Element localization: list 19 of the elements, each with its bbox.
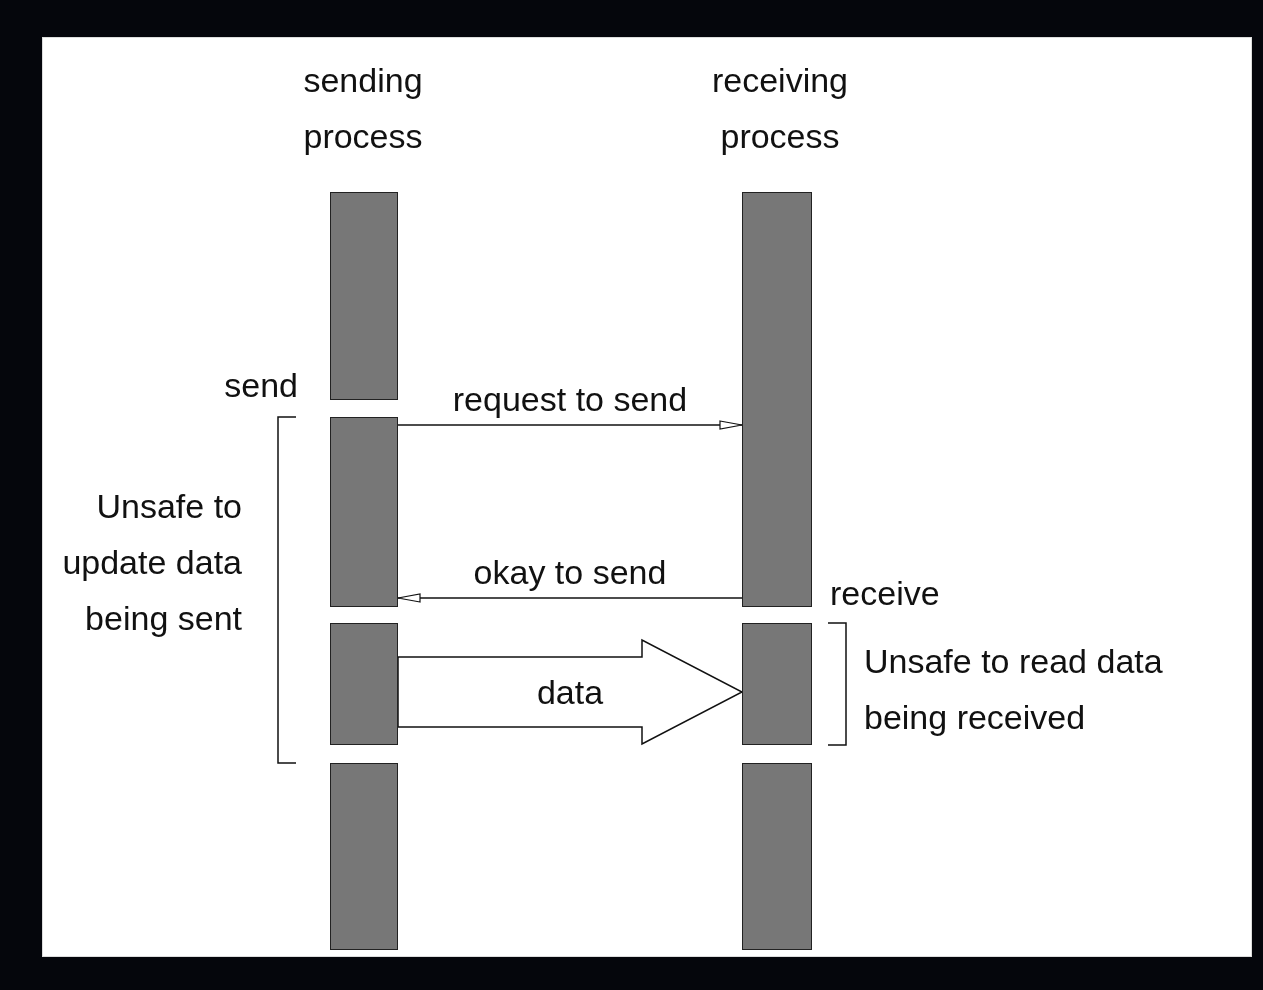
- annotation: Unsafe to update data being sent: [61, 486, 242, 639]
- event-label: receive: [830, 573, 941, 614]
- activity-bar: [330, 623, 398, 745]
- edge-label: data: [535, 672, 605, 712]
- activity-bar: [330, 192, 398, 400]
- activity-bar: [330, 417, 398, 607]
- column-heading: sending process: [302, 60, 424, 157]
- message-arrow: [397, 593, 743, 603]
- annotation: Unsafe to read data being received: [864, 641, 1164, 738]
- edge-label: okay to send: [472, 552, 668, 592]
- message-arrow: [397, 420, 743, 430]
- edge-label: request to send: [451, 379, 689, 419]
- column-heading: receiving process: [710, 60, 850, 157]
- block-arrow: [397, 638, 744, 746]
- activity-bar: [330, 763, 398, 950]
- activity-bar: [742, 623, 812, 745]
- event-label: send: [223, 365, 298, 406]
- activity-bar: [742, 763, 812, 950]
- activity-bar: [742, 192, 812, 607]
